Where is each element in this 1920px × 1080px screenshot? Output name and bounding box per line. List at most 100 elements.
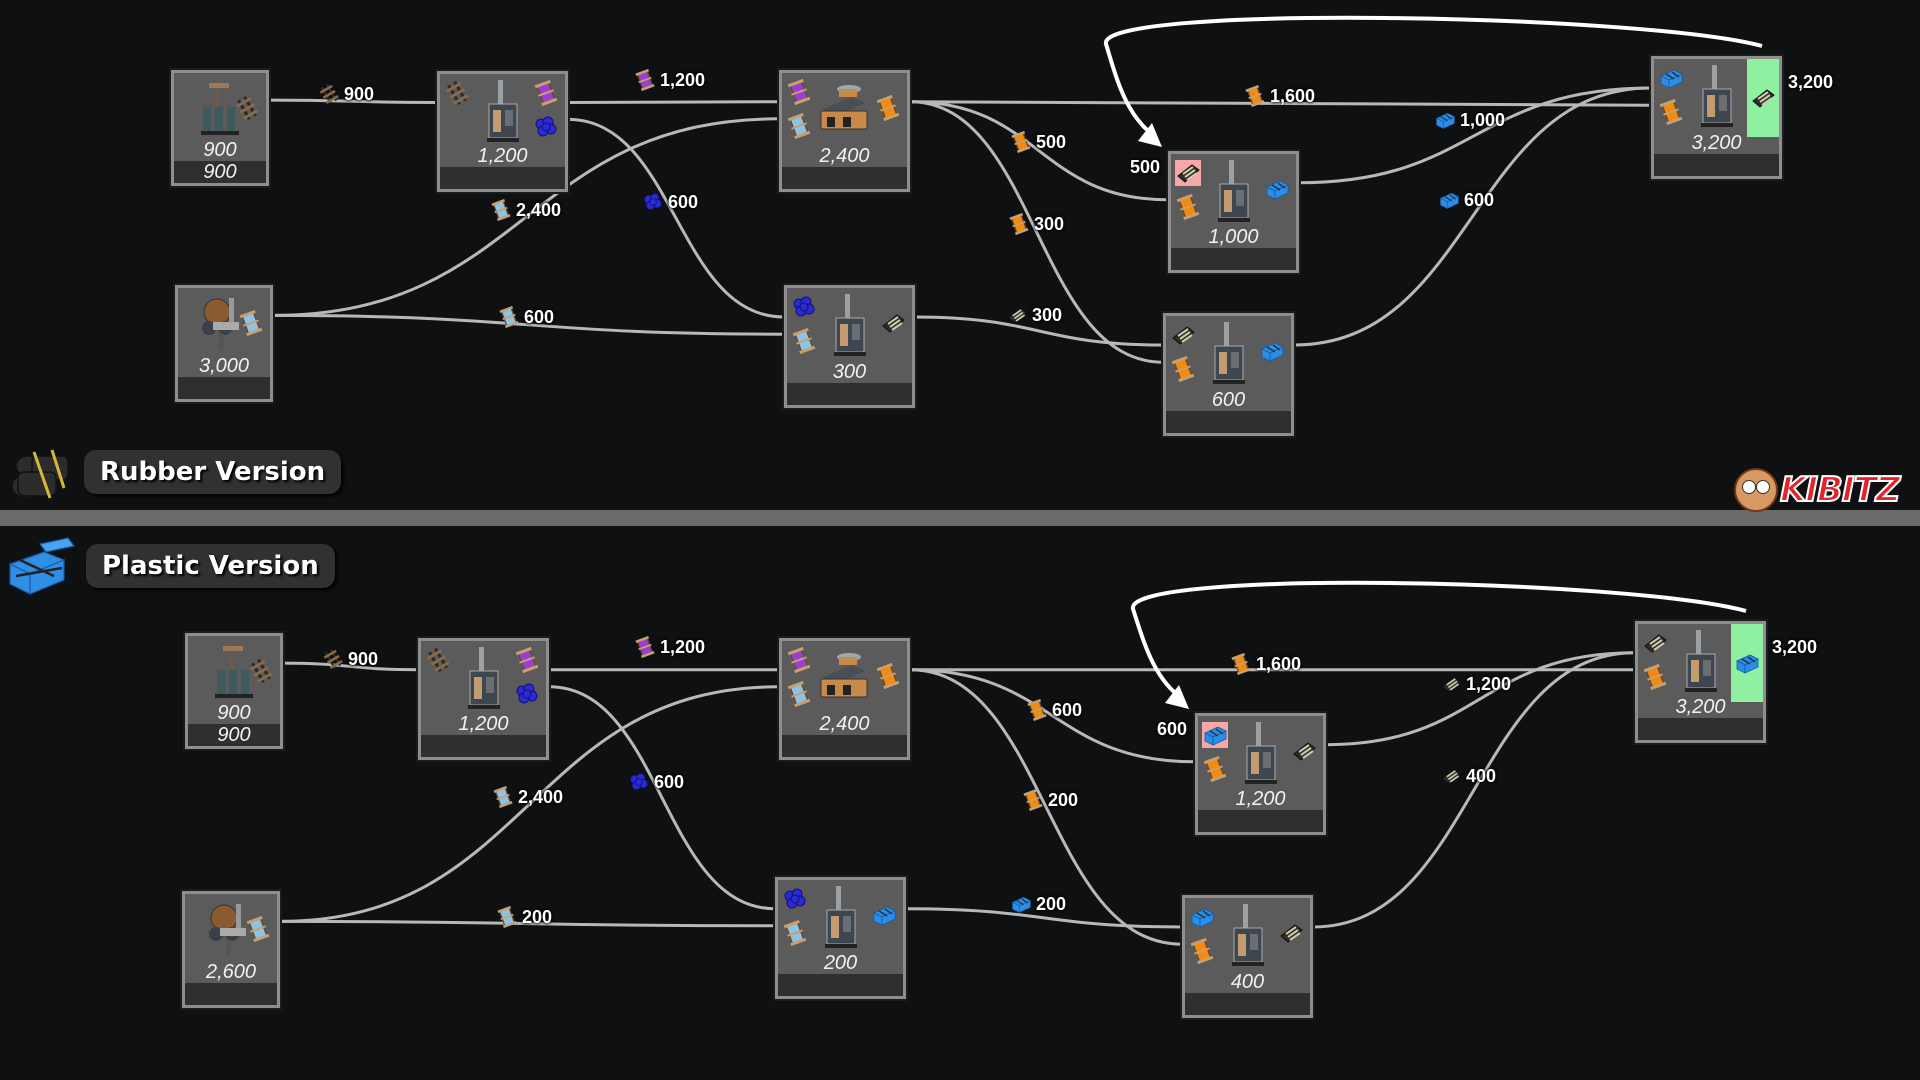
logo-text: KIBITZ — [1779, 469, 1901, 511]
flow-rate: 300 — [1032, 304, 1063, 325]
plastic-sheet-icon — [1658, 65, 1684, 91]
purple-wire-icon — [786, 78, 812, 106]
purple-wire-icon — [634, 68, 656, 92]
flow-label: 300 — [1008, 212, 1064, 236]
section-title-rubber: Rubber Version — [84, 450, 342, 494]
rubber-roll-icon — [880, 310, 906, 336]
flow-label: 1,600 — [1230, 652, 1301, 676]
connection-wire — [268, 98, 438, 104]
machine-node[interactable]: 1,200 — [1195, 713, 1326, 835]
final-output-label: 3,200 — [1772, 637, 1818, 657]
kibitz-logo: KIBITZ — [1734, 468, 1901, 512]
node-rate: 600 — [1211, 389, 1246, 411]
machine-node[interactable]: 3,000 — [175, 285, 273, 402]
machine-node[interactable]: 2,400 — [779, 70, 910, 192]
rail-icon — [234, 95, 260, 121]
connection-wire — [914, 315, 1164, 347]
rubber-roll-icon — [1291, 738, 1317, 764]
node-footer — [1198, 810, 1323, 832]
arrowhead-icon — [1165, 685, 1189, 709]
node-footer — [1185, 993, 1310, 1015]
plastic-sheet-icon — [1438, 189, 1460, 211]
plastic-sheet-icon — [8, 537, 76, 595]
final-output-label: 3,200 — [1788, 72, 1834, 92]
connection-wire — [279, 919, 776, 928]
flow-label: 1,600 — [1244, 84, 1315, 108]
rubber-roll-icon — [1642, 630, 1668, 656]
machine-node[interactable]: 3,200 — [1635, 621, 1766, 743]
flow-rate: 200 — [1036, 893, 1067, 914]
node-rate: 1,200 — [458, 713, 509, 735]
arrowhead-icon — [1138, 123, 1162, 147]
blue-crystal-icon — [782, 886, 808, 912]
connection-wire — [279, 685, 780, 923]
extractor-machine-icon — [206, 900, 256, 965]
blue-crystal-icon — [791, 294, 817, 320]
blue-cable-icon — [490, 198, 512, 222]
section-title-plastic: Plastic Version — [86, 544, 335, 588]
orange-cable-icon — [1189, 937, 1215, 965]
machine-node[interactable]: 600 — [1163, 313, 1294, 436]
rail-icon — [444, 80, 470, 106]
loopback-arrow — [1104, 15, 1763, 139]
orange-cable-icon — [1230, 652, 1252, 676]
connection-wire — [909, 668, 1183, 946]
machine-node[interactable]: 200 — [775, 877, 906, 999]
machine-node[interactable]: 1,000 — [1168, 151, 1299, 273]
refinery-machine-icon — [464, 647, 504, 716]
node-rate: 1,000 — [1208, 226, 1259, 248]
blue-crystal-icon — [642, 191, 664, 213]
connection-wire — [567, 117, 785, 319]
blue-cable-icon — [498, 305, 520, 329]
refinery-machine-icon — [1681, 630, 1721, 699]
node-rate: 2,400 — [819, 713, 870, 735]
orange-cable-icon — [1642, 663, 1668, 691]
machine-node[interactable]: 400 — [1182, 895, 1313, 1018]
connection-wire — [1325, 651, 1636, 747]
connection-wire — [1298, 86, 1652, 185]
flow-label: 600 — [1026, 698, 1082, 722]
flow-rate: 2,400 — [516, 199, 562, 220]
node-rate: 3,000 — [198, 355, 250, 377]
blue-cable-icon — [791, 327, 817, 355]
node-rate: 2,400 — [819, 145, 870, 167]
flow-rate: 900 — [344, 83, 375, 104]
rubber-roll-icon — [1278, 920, 1304, 946]
orange-cable-icon — [1202, 755, 1228, 783]
flow-label: 1,200 — [634, 68, 705, 92]
purple-wire-icon — [533, 79, 559, 107]
flow-label: 300 — [1006, 304, 1062, 326]
node-rate: 900 — [203, 139, 237, 161]
connection-wire — [1312, 651, 1636, 929]
constructor-machine-icon — [211, 642, 257, 707]
rail-icon — [425, 647, 451, 673]
rubber-roll-icon — [1175, 160, 1201, 186]
orange-cable-icon — [1658, 98, 1684, 126]
node-footer — [1638, 718, 1763, 740]
rail-icon — [248, 658, 274, 684]
blue-cable-icon — [492, 785, 514, 809]
flow-label: 2,400 — [492, 785, 563, 809]
machine-node[interactable]: 2,600 — [182, 891, 280, 1008]
plastic-sheet-icon — [1202, 722, 1228, 748]
blue-cable-icon — [782, 919, 808, 947]
purple-wire-icon — [786, 646, 812, 674]
loopback-label: 500 — [1130, 157, 1161, 177]
rubber-roll-icon — [1170, 322, 1196, 348]
machine-node[interactable]: 300 — [784, 285, 915, 408]
rubber-roll-icon — [1006, 304, 1028, 326]
flow-rate: 400 — [1466, 765, 1497, 786]
machine-node[interactable]: 1,200 — [437, 71, 568, 192]
machine-node[interactable]: 3,200 — [1651, 56, 1782, 179]
flow-rate: 1,000 — [1460, 109, 1506, 130]
node-rate: 3,200 — [1691, 132, 1742, 154]
loopback-arrow — [1131, 580, 1747, 701]
machine-node[interactable]: 2,400 — [779, 638, 910, 760]
machine-node[interactable]: 1,200 — [418, 638, 549, 760]
orange-cable-icon — [875, 94, 901, 122]
plastic-sheet-icon — [1731, 624, 1763, 702]
blue-cable-icon — [238, 309, 264, 337]
